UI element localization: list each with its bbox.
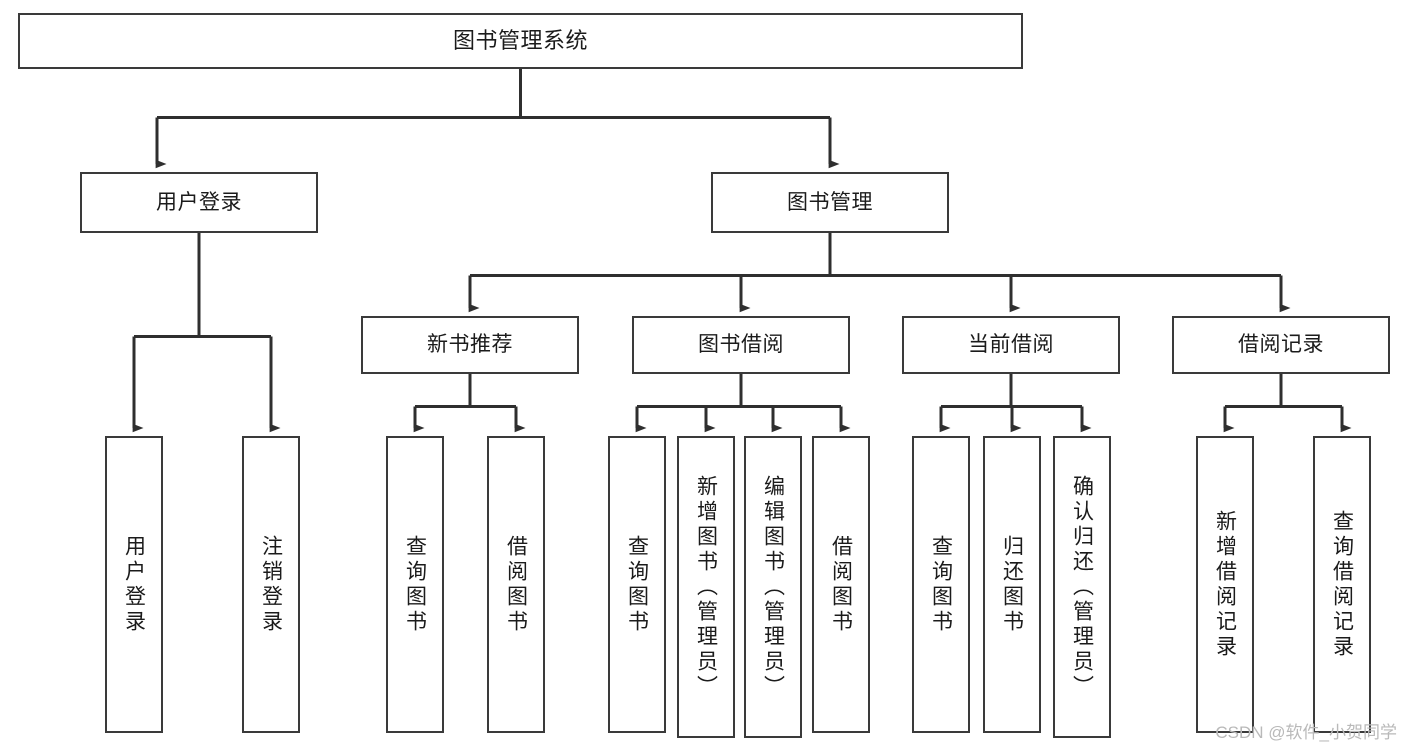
node-label: 查询图书: [929, 534, 953, 635]
node-label: 编辑图书（管理员）: [761, 474, 785, 700]
node-label: 新增图书（管理员）: [694, 474, 718, 700]
node-label: 借阅记录: [1238, 333, 1324, 357]
node-borrow-record[interactable]: 借阅记录: [1172, 316, 1390, 374]
node-book-manage[interactable]: 图书管理: [711, 172, 949, 233]
node-leaf-borrow-book-2[interactable]: 借阅图书: [812, 436, 870, 733]
node-label: 用户登录: [156, 190, 242, 214]
node-label: 查询图书: [625, 534, 649, 635]
node-label: 查询图书: [403, 534, 427, 635]
node-label: 确认归还（管理员）: [1070, 474, 1094, 700]
node-leaf-add-borrow-record[interactable]: 新增借阅记录: [1196, 436, 1254, 733]
node-label: 新增借阅记录: [1213, 509, 1237, 660]
node-label: 当前借阅: [968, 333, 1054, 357]
node-label: 查询借阅记录: [1330, 509, 1354, 660]
node-label: 用户登录: [122, 534, 146, 635]
node-label: 注销登录: [259, 534, 283, 635]
node-label: 借阅图书: [829, 534, 853, 635]
node-leaf-query-book-1[interactable]: 查询图书: [386, 436, 444, 733]
node-leaf-borrow-book-1[interactable]: 借阅图书: [487, 436, 545, 733]
watermark-text: CSDN @软件_小贺同学: [1215, 723, 1397, 742]
node-label: 新书推荐: [427, 333, 513, 357]
node-label: 图书管理: [787, 190, 873, 214]
node-leaf-query-borrow-record[interactable]: 查询借阅记录: [1313, 436, 1371, 733]
node-user-login[interactable]: 用户登录: [80, 172, 318, 233]
node-leaf-query-book-2[interactable]: 查询图书: [608, 436, 666, 733]
node-leaf-query-book-3[interactable]: 查询图书: [912, 436, 970, 733]
node-leaf-return-book[interactable]: 归还图书: [983, 436, 1041, 733]
node-label: 图书借阅: [698, 333, 784, 357]
node-book-borrow[interactable]: 图书借阅: [632, 316, 850, 374]
node-leaf-logout[interactable]: 注销登录: [242, 436, 300, 733]
node-label: 图书管理系统: [452, 27, 588, 53]
node-leaf-confirm-return-admin[interactable]: 确认归还（管理员）: [1053, 436, 1111, 738]
node-leaf-user-login[interactable]: 用户登录: [105, 436, 163, 733]
node-label: 归还图书: [1000, 534, 1024, 635]
node-root-system[interactable]: 图书管理系统: [18, 13, 1023, 69]
node-leaf-add-book-admin[interactable]: 新增图书（管理员）: [677, 436, 735, 738]
node-current-borrow[interactable]: 当前借阅: [902, 316, 1120, 374]
node-label: 借阅图书: [504, 534, 528, 635]
node-leaf-edit-book-admin[interactable]: 编辑图书（管理员）: [744, 436, 802, 738]
node-new-book-recommend[interactable]: 新书推荐: [361, 316, 579, 374]
